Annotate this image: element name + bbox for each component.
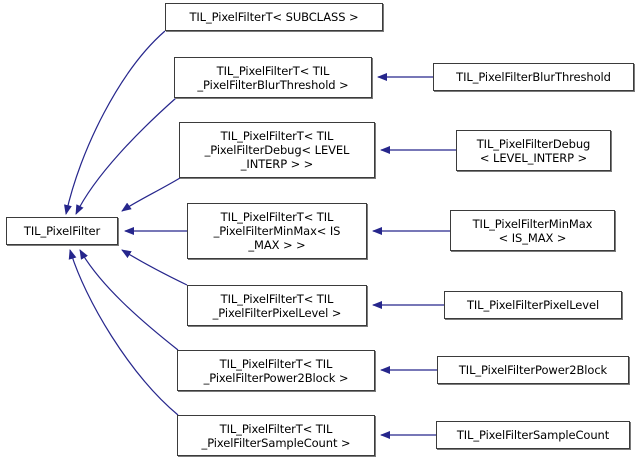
edge-samplecount-to-base	[68, 249, 179, 416]
node-pixelfiltersamplecount[interactable]: TIL_PixelFilterSampleCount	[436, 421, 630, 449]
node-til-pixelfilter[interactable]: TIL_PixelFilter	[6, 217, 118, 245]
node-pixelfiltert-power2block[interactable]: TIL_PixelFilterT< TIL _PixelFilterPower2…	[177, 350, 375, 391]
node-pixelfilterpixellevel[interactable]: TIL_PixelFilterPixelLevel	[444, 291, 622, 319]
node-label: TIL_PixelFilterT< TIL _PixelFilterMinMax…	[213, 210, 341, 252]
edge-blurthreshold-to-base	[75, 97, 177, 215]
node-label: TIL_PixelFilterT< TIL _PixelFilterDebug<…	[204, 129, 350, 171]
node-pixelfiltert-samplecount[interactable]: TIL_PixelFilterT< TIL _PixelFilterSample…	[177, 415, 375, 456]
node-pixelfiltert-minmax[interactable]: TIL_PixelFilterT< TIL _PixelFilterMinMax…	[187, 203, 367, 259]
node-pixelfiltert-pixellevel[interactable]: TIL_PixelFilterT< TIL _PixelFilterPixelL…	[187, 285, 367, 326]
node-pixelfiltert-subclass[interactable]: TIL_PixelFilterT< SUBCLASS >	[165, 3, 383, 31]
node-pixelfilterblurthreshold[interactable]: TIL_PixelFilterBlurThreshold	[433, 63, 634, 91]
edge-subclass-to-base	[64, 30, 166, 215]
node-label: TIL_PixelFilterT< TIL _PixelFilterPower2…	[203, 356, 349, 385]
node-label: TIL_PixelFilterT< TIL _PixelFilterBlurTh…	[197, 63, 349, 92]
node-label: TIL_PixelFilterT< SUBCLASS >	[189, 10, 359, 24]
node-label: TIL_PixelFilterT< TIL _PixelFilterSample…	[201, 421, 351, 450]
node-pixelfilterdebug[interactable]: TIL_PixelFilterDebug < LEVEL_INTERP >	[456, 130, 611, 171]
node-label: TIL_PixelFilterPixelLevel	[466, 298, 600, 312]
edge-power2block-to-base	[79, 249, 179, 351]
node-pixelfilterminmax[interactable]: TIL_PixelFilterMinMax < IS_MAX >	[450, 210, 615, 251]
node-label: TIL_PixelFilterT< TIL _PixelFilterPixelL…	[212, 291, 342, 320]
node-label: TIL_PixelFilterDebug < LEVEL_INTERP >	[476, 136, 591, 165]
edge-debug-to-base	[121, 177, 181, 212]
node-label: TIL_PixelFilter	[23, 224, 101, 238]
node-label: TIL_PixelFilterSampleCount	[456, 428, 610, 442]
node-label: TIL_PixelFilterPower2Block	[458, 363, 608, 377]
node-label: TIL_PixelFilterMinMax < IS_MAX >	[472, 216, 593, 245]
node-label: TIL_PixelFilterBlurThreshold	[456, 70, 611, 84]
node-pixelfilterpower2block[interactable]: TIL_PixelFilterPower2Block	[437, 356, 629, 384]
node-pixelfiltert-blurthreshold[interactable]: TIL_PixelFilterT< TIL _PixelFilterBlurTh…	[174, 57, 372, 98]
edge-pixellevel-to-base	[121, 249, 188, 286]
node-pixelfiltert-debug[interactable]: TIL_PixelFilterT< TIL _PixelFilterDebug<…	[179, 122, 375, 178]
